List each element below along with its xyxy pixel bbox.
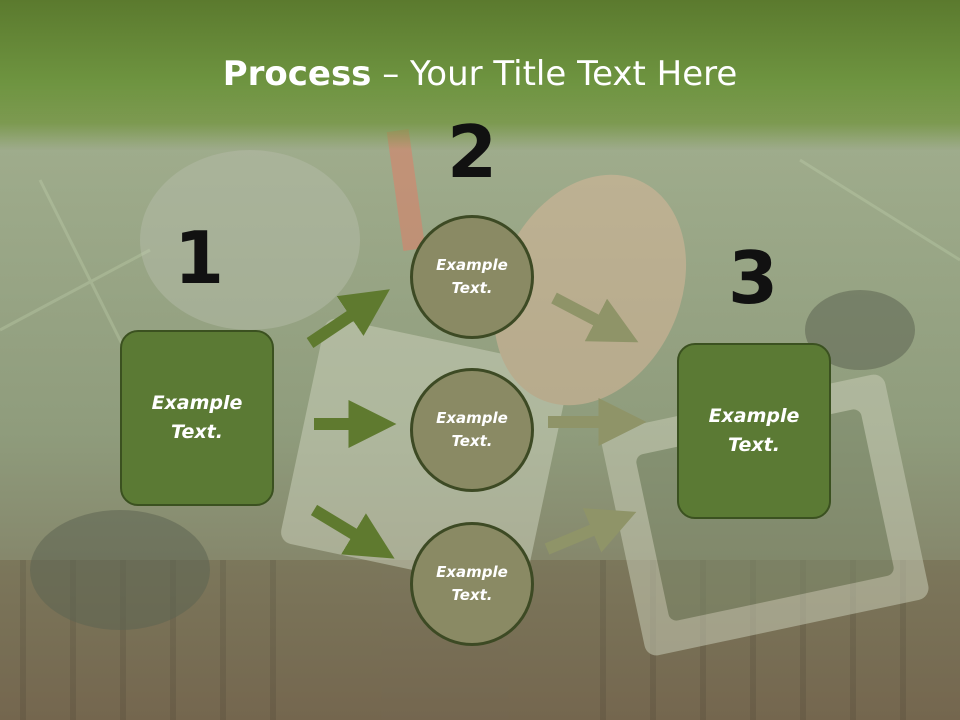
- arrow-circle1-to-box3: [551, 292, 639, 343]
- step-number-3: 3: [727, 236, 779, 320]
- circle-2-text: Example Text.: [436, 409, 508, 450]
- title-bold: Process: [222, 54, 372, 94]
- step-number-2: 2: [446, 110, 498, 194]
- title-banner: [0, 0, 960, 150]
- arrow-box1-to-circle3: [310, 504, 395, 559]
- title-rest: – Your Title Text Here: [371, 54, 738, 94]
- page-title: Process – Your Title Text Here: [0, 52, 960, 96]
- arrow-circle3-to-box3: [544, 508, 637, 555]
- arrow-box1-to-circle1: [306, 289, 390, 348]
- right-box-text: Example Text.: [708, 405, 800, 456]
- step-number-1: 1: [173, 216, 225, 300]
- right-process-box[interactable]: Example Text.: [677, 343, 831, 519]
- process-circle-2[interactable]: Example Text.: [410, 368, 534, 492]
- circle-3-text: Example Text.: [436, 563, 508, 604]
- left-box-text: Example Text.: [151, 392, 243, 443]
- circle-1-text: Example Text.: [436, 256, 508, 297]
- process-circle-1[interactable]: Example Text.: [410, 215, 534, 339]
- process-circle-3[interactable]: Example Text.: [410, 522, 534, 646]
- left-process-box[interactable]: Example Text.: [120, 330, 274, 506]
